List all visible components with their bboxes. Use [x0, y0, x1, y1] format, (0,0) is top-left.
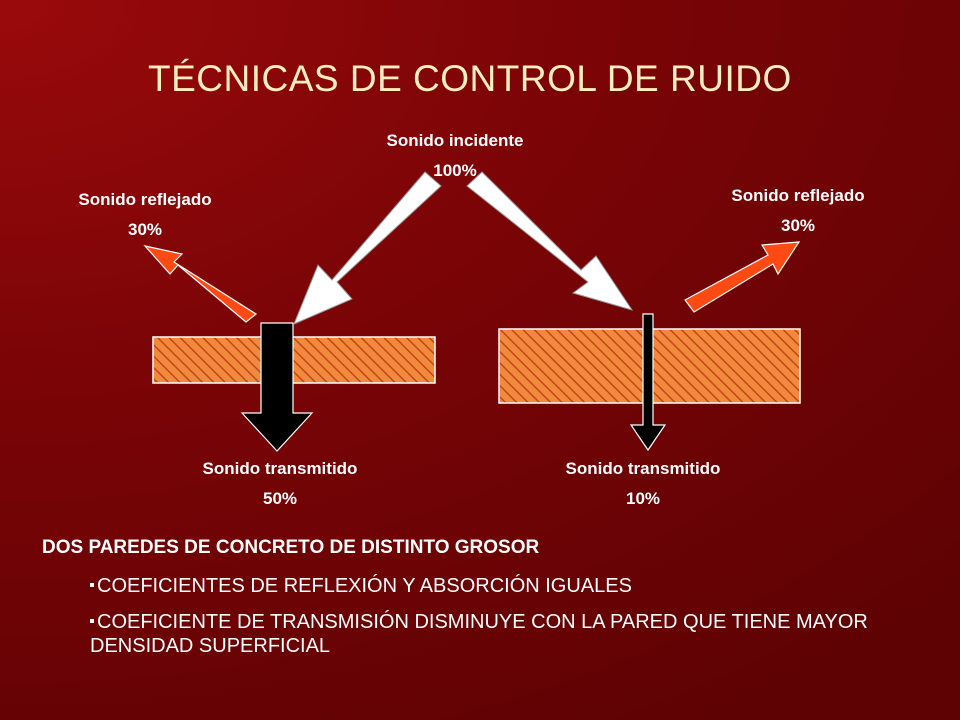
bullet-square-icon: [90, 583, 94, 587]
notes-heading: DOS PAREDES DE CONCRETO DE DISTINTO GROS…: [42, 537, 540, 558]
reflected-arrow-right: [684, 241, 801, 313]
reflected-arrow-left: [143, 245, 258, 323]
notes-bullet-list: COEFICIENTES DE REFLEXIÓN Y ABSORCIÓN IG…: [90, 574, 910, 670]
bullet-item: COEFICIENTE DE TRANSMISIÓN DISMINUYE CON…: [90, 610, 910, 658]
incident-arrow-left: [293, 171, 442, 325]
transmitted-arrow-right: [629, 313, 667, 452]
bullet-text: COEFICIENTE DE TRANSMISIÓN DISMINUYE CON…: [90, 611, 868, 657]
reflected-sound-left-label: Sonido reflejado 30%: [78, 190, 212, 239]
thin-wall: [152, 336, 436, 384]
transmitted-sound-left-label: Sonido transmitido 50%: [202, 459, 358, 508]
bullet-text: COEFICIENTES DE REFLEXIÓN Y ABSORCIÓN IG…: [97, 575, 632, 597]
bullet-item: COEFICIENTES DE REFLEXIÓN Y ABSORCIÓN IG…: [90, 574, 910, 598]
slide-title: TÉCNICAS DE CONTROL DE RUIDO: [148, 58, 792, 99]
incident-arrow-right: [466, 171, 634, 311]
incident-sound-label: Sonido incidente 100%: [386, 131, 524, 180]
transmitted-arrow-left: [240, 322, 314, 452]
reflected-sound-right-label: Sonido reflejado 30%: [731, 186, 865, 235]
transmitted-sound-right-label: Sonido transmitido 10%: [565, 459, 721, 508]
bullet-square-icon: [90, 619, 94, 623]
